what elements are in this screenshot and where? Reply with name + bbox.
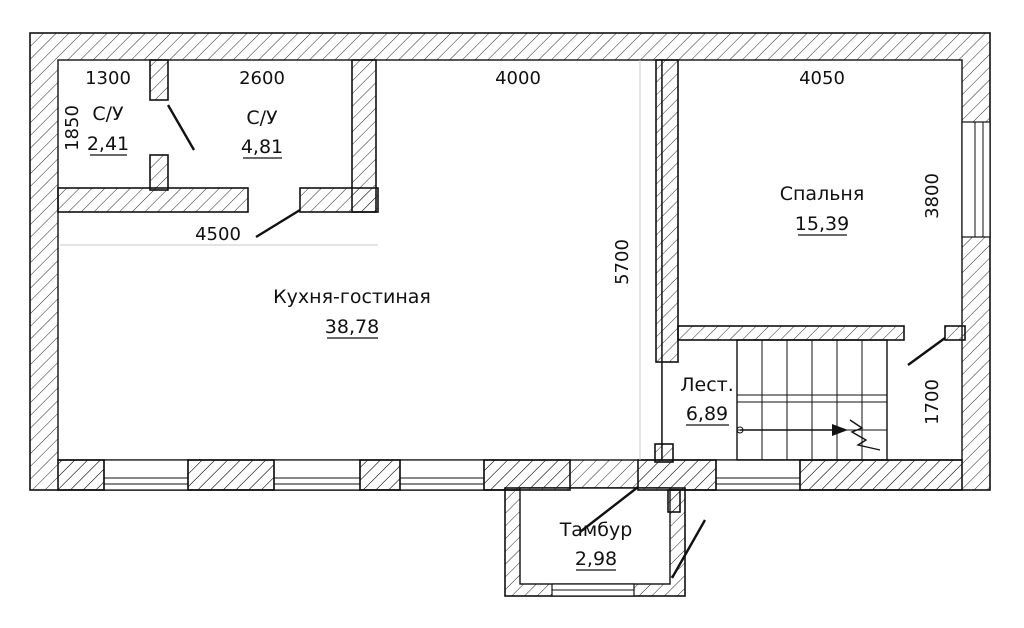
dim-wc1-depth: 1850 bbox=[62, 105, 83, 151]
dim-hall-depth: 5700 bbox=[612, 239, 633, 285]
bottom-wall-seg bbox=[637, 459, 717, 491]
wc2-area: 4,81 bbox=[241, 136, 283, 158]
stairs-name: Лест. bbox=[680, 374, 734, 396]
bedroom-bottom-wall bbox=[677, 325, 905, 341]
bedroom-name: Спальня bbox=[780, 183, 865, 205]
bottom-wall-seg bbox=[57, 459, 105, 491]
bedroom-area: 15,39 bbox=[795, 213, 849, 235]
dim-corridor-width: 4000 bbox=[495, 68, 541, 89]
wc1-area: 2,41 bbox=[87, 133, 129, 155]
staircase bbox=[736, 339, 888, 461]
wc-partition-top bbox=[149, 59, 169, 101]
dim-stairs-depth: 1700 bbox=[922, 379, 943, 425]
wc-partition-bottom bbox=[149, 154, 169, 191]
kitchen-area: 38,78 bbox=[325, 316, 379, 338]
dim-bedroom-width: 4050 bbox=[799, 68, 845, 89]
bottom-wall-seg bbox=[483, 459, 571, 491]
bottom-wall-seg bbox=[187, 459, 275, 491]
wc2-right-wall bbox=[351, 59, 377, 213]
bottom-wall-seg bbox=[799, 459, 963, 491]
bottom-wall-seg bbox=[359, 459, 401, 491]
vestibule-area: 2,98 bbox=[575, 548, 617, 570]
stairs-area: 6,89 bbox=[686, 403, 728, 425]
room-labels: С/У 2,41 С/У 4,81 Спальня 15,39 Кухня-го… bbox=[87, 103, 865, 571]
dim-kitchen-width: 4500 bbox=[195, 224, 241, 245]
bedroom-window bbox=[961, 121, 991, 238]
dim-wc1-width: 1300 bbox=[85, 68, 131, 89]
bedroom-bottom-wall-end bbox=[944, 325, 966, 341]
dimension-lines bbox=[60, 60, 641, 460]
wc-bottom-wall bbox=[57, 187, 249, 213]
door-jamb bbox=[654, 443, 674, 463]
vestibule-area bbox=[519, 487, 671, 585]
bedroom-left-wall bbox=[655, 59, 679, 363]
doors bbox=[166, 104, 946, 579]
vestibule-jamb bbox=[667, 489, 681, 513]
dimension-labels: 1300 2600 4000 4050 4500 1850 3800 5700 … bbox=[62, 68, 943, 425]
kitchen-name: Кухня-гостиная bbox=[273, 286, 431, 308]
wc1-name: С/У bbox=[92, 103, 124, 125]
vestibule-name: Тамбур bbox=[559, 519, 633, 541]
wc2-name: С/У bbox=[246, 107, 278, 129]
dim-bedroom-depth: 3800 bbox=[922, 173, 943, 219]
dim-wc2-width: 2600 bbox=[239, 68, 285, 89]
